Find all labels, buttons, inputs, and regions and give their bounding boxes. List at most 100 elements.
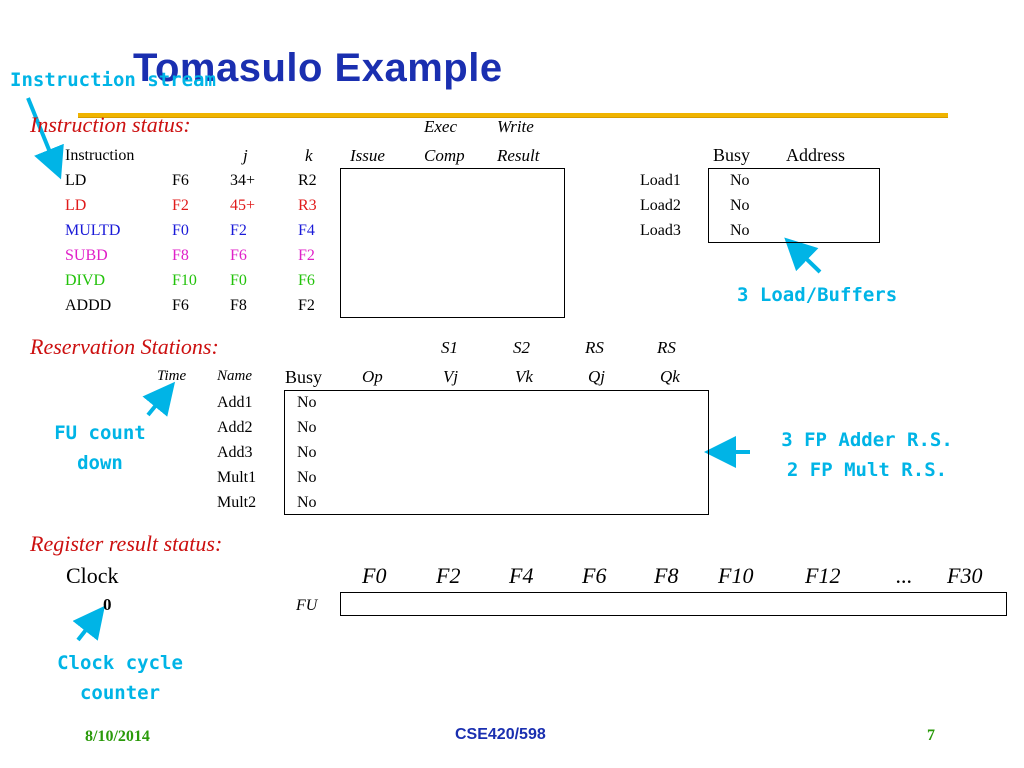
qk-header: Qk xyxy=(660,367,680,386)
annotation-clock-line1: Clock cycle xyxy=(57,652,183,674)
annotation-rs-line1: 3 FP Adder R.S. xyxy=(781,429,953,451)
instruction-k: F6 xyxy=(298,272,315,289)
footer-date: 8/10/2014 xyxy=(85,728,150,745)
instruction-dest: F10 xyxy=(172,272,197,289)
clock-label: Clock xyxy=(66,563,119,588)
k-header: k xyxy=(305,146,313,165)
reservation-station-name: Add1 xyxy=(217,394,253,411)
instruction-j: F6 xyxy=(230,247,247,264)
instruction-op: LD xyxy=(65,172,87,189)
instruction-j: F0 xyxy=(230,272,247,289)
load-buffer-busy: No xyxy=(730,172,750,189)
instruction-j: F2 xyxy=(230,222,247,239)
register-status-heading: Register result status: xyxy=(30,531,223,556)
load-buffer-box xyxy=(708,168,880,243)
reservation-station-busy: No xyxy=(297,394,317,411)
issue-header: Issue xyxy=(350,146,385,165)
load-busy-header: Busy xyxy=(713,145,751,165)
annotation-instruction-stream: Instruction stream xyxy=(10,69,216,91)
s2-header: S2 xyxy=(513,338,530,357)
rs-header-1: RS xyxy=(585,338,604,357)
reservation-station-busy: No xyxy=(297,419,317,436)
instruction-dest: F8 xyxy=(172,247,189,264)
slide-title: Tomasulo Example xyxy=(133,46,503,90)
annotation-clock-line2: counter xyxy=(79,682,161,704)
annotation-reservation-stations: 3 FP Adder R.S. 2 FP Mult R.S. xyxy=(752,425,982,485)
vj-header: Vj xyxy=(443,367,459,386)
instruction-k: R2 xyxy=(298,172,317,189)
load-buffer-name: Load2 xyxy=(640,197,681,214)
arrow-load-buffers xyxy=(784,237,822,274)
register-header: F10 xyxy=(718,563,754,588)
load-buffer-busy: No xyxy=(730,197,750,214)
instruction-j: 45+ xyxy=(230,197,256,214)
exec-header: Exec xyxy=(424,117,458,136)
instruction-dest: F2 xyxy=(172,197,189,214)
instruction-op: MULTD xyxy=(65,222,121,239)
reservation-station-name: Mult2 xyxy=(217,494,257,511)
load-buffer-name: Load1 xyxy=(640,172,681,189)
reservation-station-busy: No xyxy=(297,469,317,486)
time-header: Time xyxy=(157,368,187,384)
annotation-fu-count: FU count down xyxy=(40,418,160,478)
register-header: F30 xyxy=(947,563,983,588)
register-header: F2 xyxy=(436,563,461,588)
annotation-fu-count-line1: FU count xyxy=(54,422,146,444)
register-header: F0 xyxy=(362,563,387,588)
instruction-header: Instruction xyxy=(65,147,135,164)
instruction-j: 34+ xyxy=(230,172,256,189)
op-header: Op xyxy=(362,367,383,386)
instruction-k: F4 xyxy=(298,222,315,239)
write-header: Write xyxy=(497,117,534,136)
comp-header: Comp xyxy=(424,146,465,165)
arrow-fu-count xyxy=(142,381,176,417)
register-header: F6 xyxy=(582,563,607,588)
footer-page-number: 7 xyxy=(927,727,935,744)
instruction-j: F8 xyxy=(230,297,247,314)
annotation-clock-counter: Clock cycle counter xyxy=(50,648,190,708)
instruction-op: LD xyxy=(65,197,87,214)
instruction-k: F2 xyxy=(298,247,315,264)
instruction-dest: F0 xyxy=(172,222,189,239)
annotation-load-buffers: 3 Load/Buffers xyxy=(737,284,898,306)
instruction-k: F2 xyxy=(298,297,315,314)
register-header: F12 xyxy=(805,563,841,588)
load-buffer-busy: No xyxy=(730,222,750,239)
reservation-station-name: Mult1 xyxy=(217,469,257,486)
instruction-op: ADDD xyxy=(65,297,112,314)
reservation-stations-heading: Reservation Stations: xyxy=(30,334,219,359)
j-header: j xyxy=(243,146,248,165)
register-header: ... xyxy=(896,563,913,588)
title-underline xyxy=(78,113,948,118)
reservation-station-name: Add2 xyxy=(217,419,253,436)
instruction-dest: F6 xyxy=(172,172,189,189)
arrow-instruction-stream xyxy=(26,97,64,180)
instruction-op: DIVD xyxy=(65,272,105,289)
footer-course: CSE420/598 xyxy=(455,726,546,743)
reservation-station-name: Add3 xyxy=(217,444,253,461)
reservation-station-box xyxy=(284,390,709,515)
instruction-k: R3 xyxy=(298,197,317,214)
register-header: F8 xyxy=(654,563,679,588)
instruction-op: SUBD xyxy=(65,247,108,264)
rs-header-2: RS xyxy=(657,338,676,357)
instruction-dest: F6 xyxy=(172,297,189,314)
load-buffer-name: Load3 xyxy=(640,222,681,239)
reservation-station-busy: No xyxy=(297,444,317,461)
annotation-fu-count-line2: down xyxy=(77,452,123,474)
load-address-header: Address xyxy=(786,145,845,165)
instruction-status-heading: Instruction status: xyxy=(30,112,191,137)
qj-header: Qj xyxy=(588,367,605,386)
clock-value: 0 xyxy=(103,595,112,614)
annotation-rs-line2: 2 FP Mult R.S. xyxy=(786,459,948,481)
register-status-box xyxy=(340,592,1007,616)
register-header: F4 xyxy=(509,563,534,588)
s1-header: S1 xyxy=(441,338,458,357)
reservation-station-busy: No xyxy=(297,494,317,511)
arrow-clock-counter xyxy=(72,605,105,642)
instruction-status-box xyxy=(340,168,565,318)
fu-label: FU xyxy=(296,597,318,614)
vk-header: Vk xyxy=(515,367,533,386)
result-header: Result xyxy=(497,146,540,165)
